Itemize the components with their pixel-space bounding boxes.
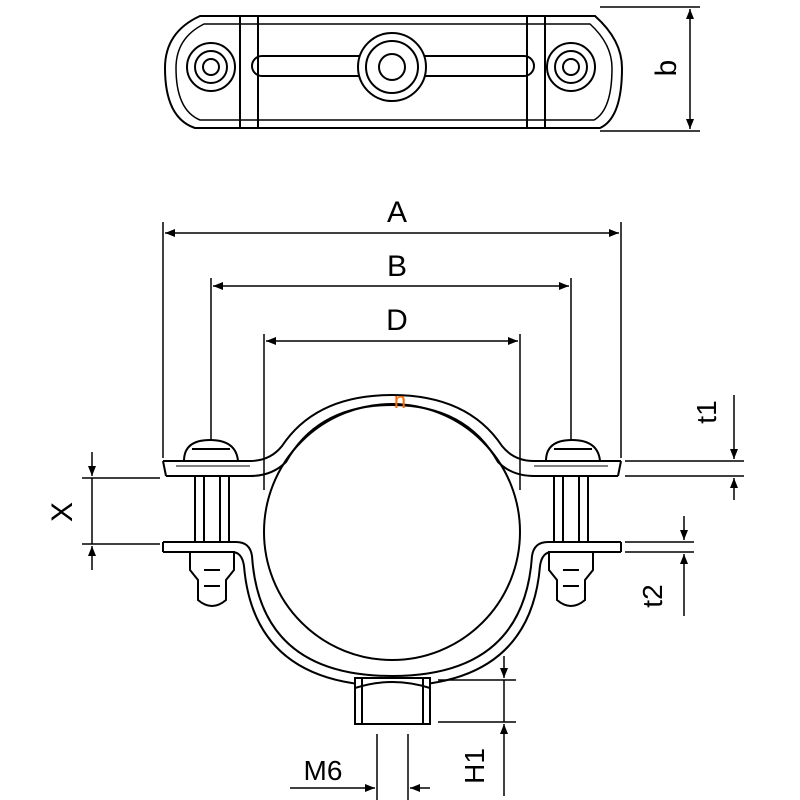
dimension-h1: [438, 656, 516, 796]
label-b: b: [650, 60, 683, 77]
label-a: A: [387, 196, 407, 229]
top-view-right-bolt-inner: [562, 58, 580, 76]
dimension-m6: [290, 734, 430, 800]
top-view-left-bolt-mid: [194, 50, 228, 84]
right-bolt-tip: [548, 551, 594, 607]
top-view-left-bolt-outer: [186, 42, 236, 92]
right-bolt-shank: [553, 475, 589, 543]
label-b-width: B: [387, 250, 407, 283]
top-view-center-nut-hole: [378, 53, 406, 81]
top-view-left-bolt-inner: [202, 58, 220, 76]
label-m6: M6: [304, 755, 343, 786]
dimension-b: [600, 6, 700, 132]
label-x: X: [46, 502, 79, 522]
lower-band-outer: [163, 541, 621, 678]
top-view-outline: [163, 15, 624, 129]
upper-band-outer: [163, 393, 621, 462]
top-view-center-nut-outer: [357, 32, 427, 102]
label-t2: t2: [637, 584, 668, 607]
top-view-right-bolt-mid: [554, 50, 588, 84]
dimension-t2: [625, 516, 694, 616]
dimension-x: [82, 452, 160, 570]
dimension-t1: [625, 395, 744, 500]
front-view: [162, 393, 622, 725]
left-bolt-shank: [194, 475, 230, 543]
pipe-circle: [263, 403, 521, 661]
right-bolt-head: [544, 438, 602, 462]
upper-band-left-end: [162, 460, 167, 477]
left-bolt-head: [182, 438, 240, 462]
label-h1: H1: [459, 748, 490, 784]
top-view-right-bolt-outer: [546, 42, 596, 92]
top-view-center-nut-mid: [365, 40, 419, 94]
accent-mark: n: [394, 388, 406, 413]
front-view-extension-lines: [162, 222, 622, 490]
upper-band-right-end: [617, 460, 622, 477]
top-view-inner-outline: [175, 23, 613, 121]
left-bolt-tip: [189, 551, 235, 607]
top-view: [163, 15, 624, 129]
upper-band-inner: [166, 403, 618, 477]
label-t1: t1: [691, 400, 722, 423]
label-d: D: [386, 304, 408, 337]
